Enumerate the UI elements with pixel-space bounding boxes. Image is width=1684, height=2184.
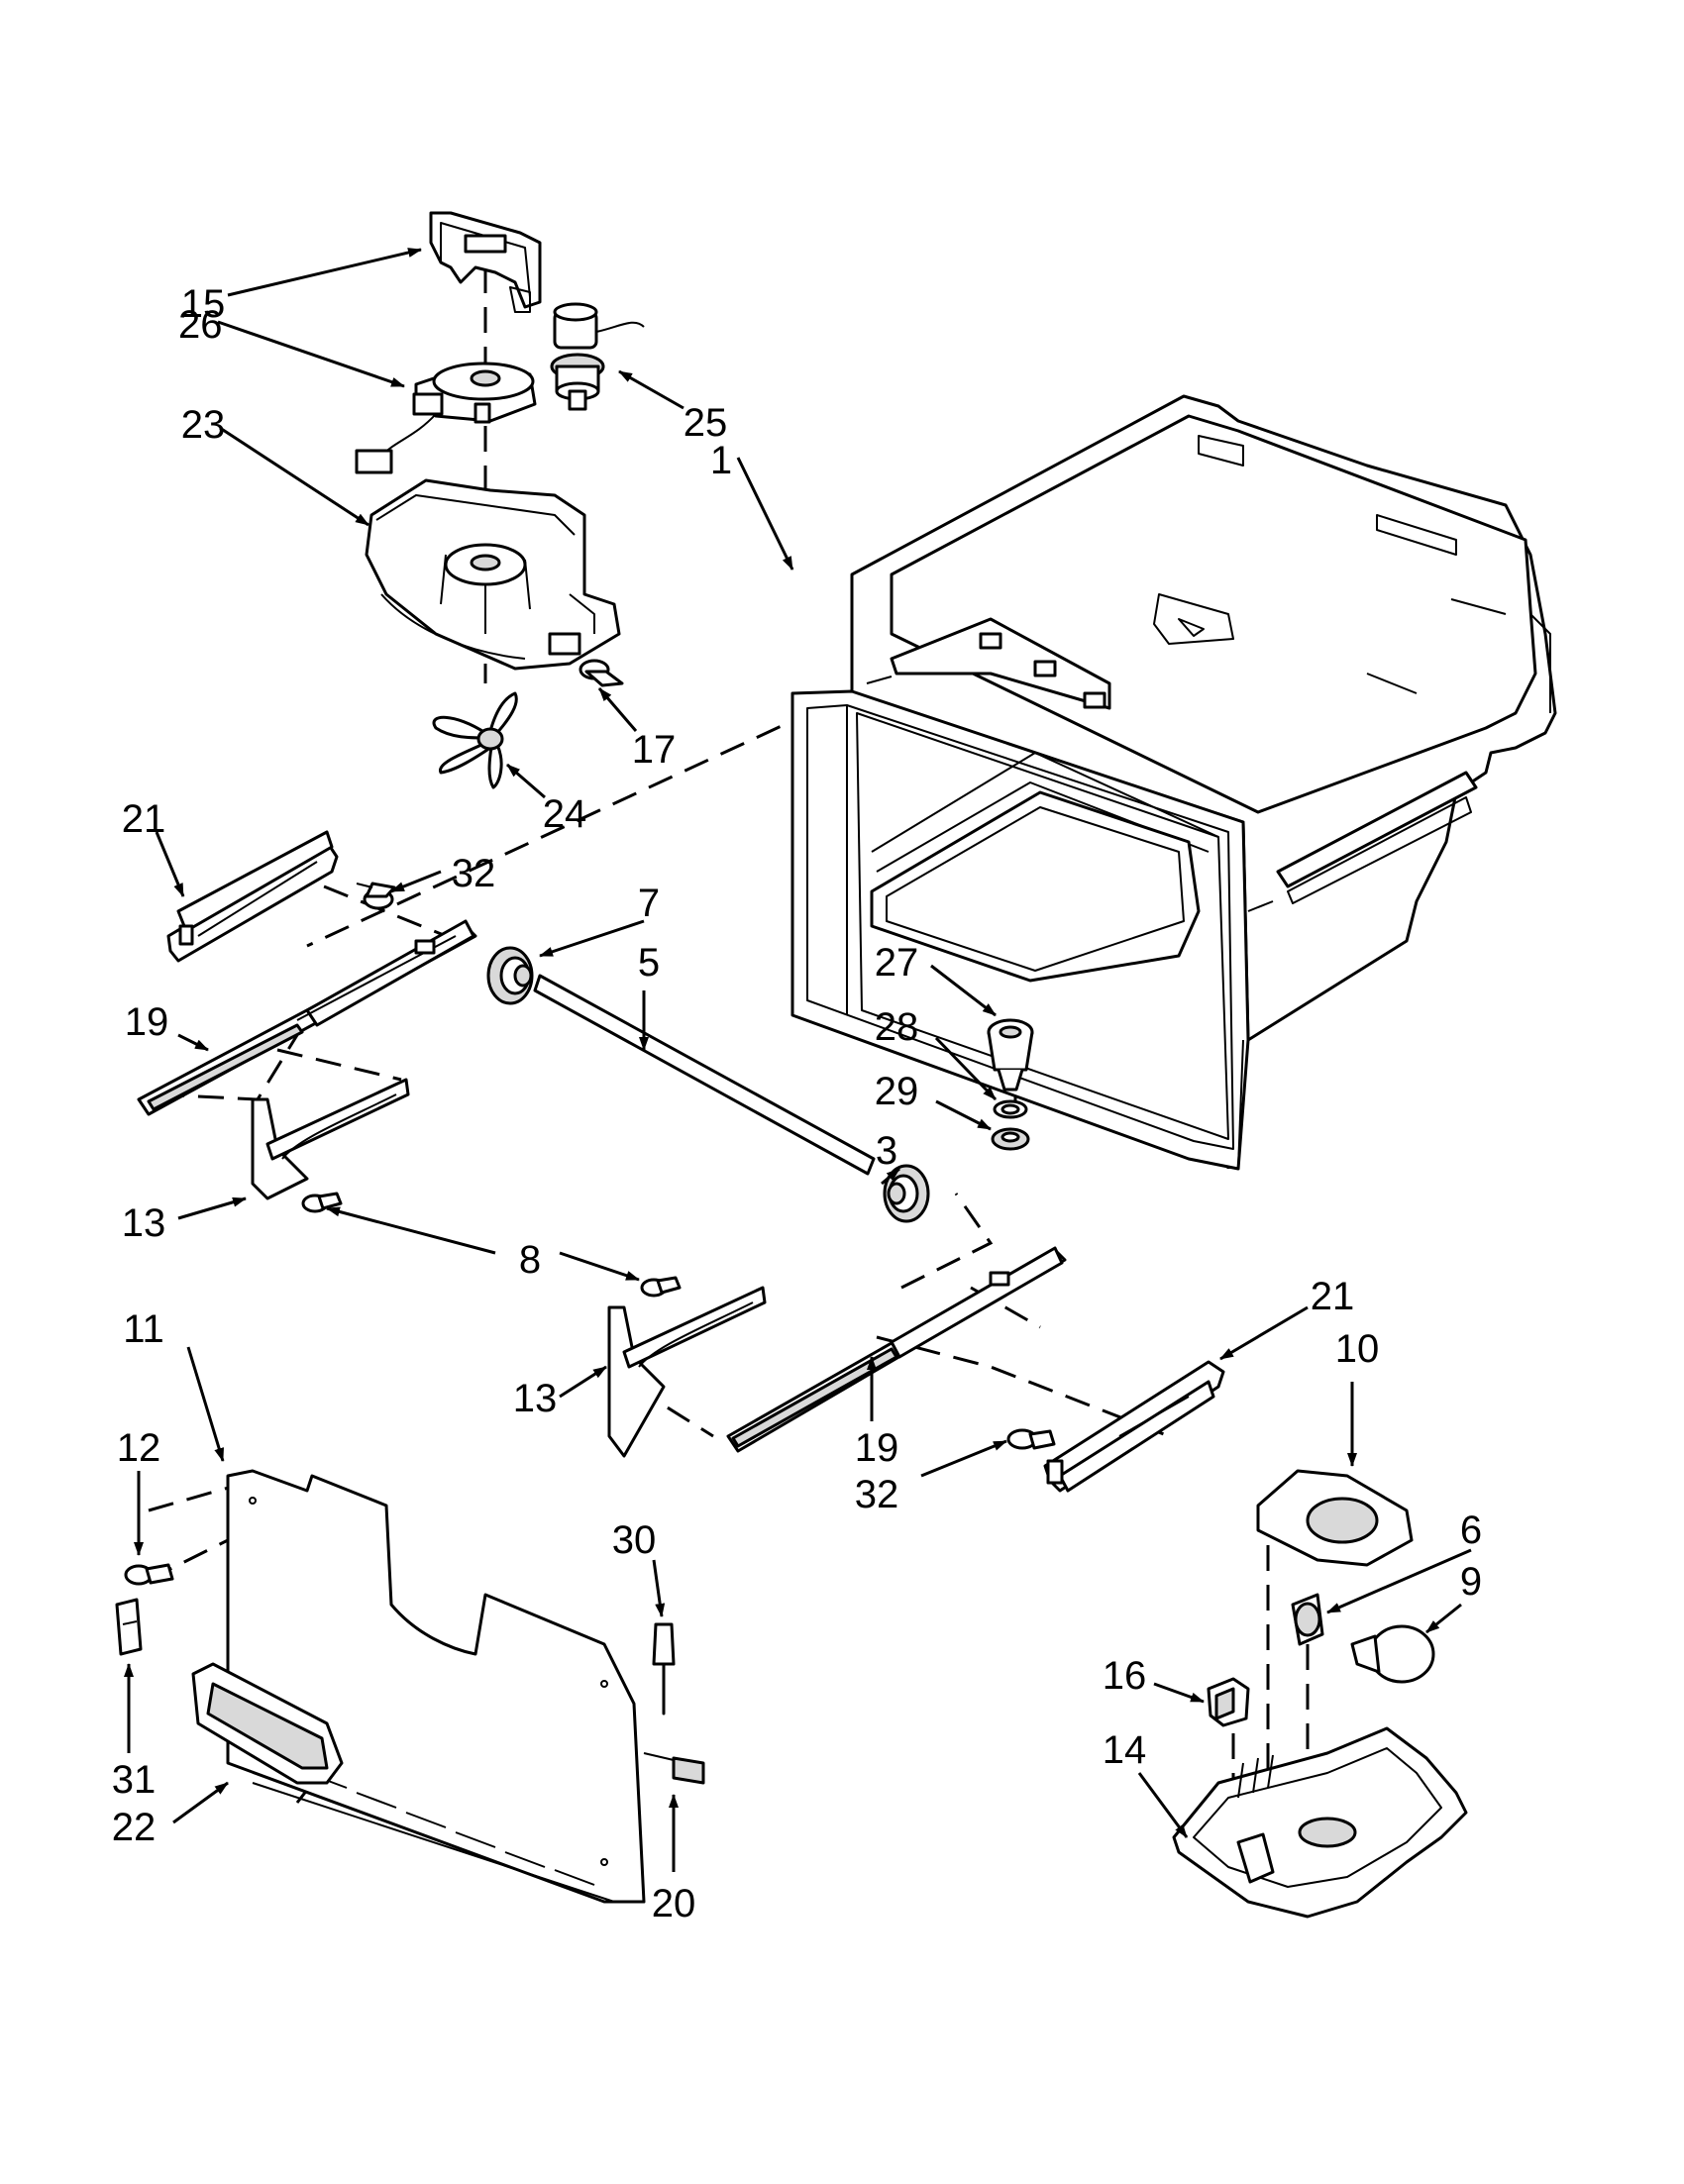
callout-21-lower: 21	[1311, 1275, 1355, 1318]
callout-arrows	[124, 248, 1472, 1872]
callout-19-lower: 19	[855, 1426, 899, 1470]
callout-27: 27	[875, 941, 919, 985]
part-26-fan-motor	[355, 362, 537, 474]
part-23-fan-housing	[365, 478, 621, 671]
part-8-screw-left	[301, 1192, 343, 1213]
part-13-bracket-lower	[607, 1286, 767, 1458]
part-7-gear	[486, 946, 534, 1005]
part-27-roller	[987, 1018, 1034, 1092]
part-17-screw	[579, 659, 624, 687]
part-9-bulb	[1350, 1624, 1435, 1684]
callout-26-box: 26	[178, 305, 223, 345]
part-10-lens-cover	[1256, 1469, 1414, 1567]
part-19-slide-rail-right	[726, 1246, 1067, 1453]
callout-13-upper: 13	[122, 1201, 166, 1245]
callout-7: 7	[638, 882, 660, 925]
part-15-motor-bracket	[429, 211, 542, 313]
callout-25: 25	[684, 401, 728, 445]
callout-17: 17	[632, 728, 677, 772]
callout-30: 30	[612, 1518, 657, 1562]
callout-13-lower: 13	[513, 1377, 558, 1420]
callout-6: 6	[1460, 1508, 1482, 1552]
callout-1: 1	[710, 439, 732, 482]
callout-20: 20	[652, 1882, 696, 1925]
callout-16: 16	[1103, 1654, 1147, 1698]
part-21-slide-bracket-left	[166, 830, 339, 963]
callout-32-lower: 32	[855, 1473, 899, 1516]
callout-23: 23	[181, 403, 226, 447]
part-20-seal-strip	[643, 1752, 705, 1785]
part-25-sensor	[550, 302, 645, 411]
callout-21-upper: 21	[122, 797, 166, 841]
part-6-lamp-socket	[1291, 1593, 1324, 1646]
callout-9: 9	[1460, 1560, 1482, 1604]
part-12-screw	[124, 1563, 174, 1586]
part-32-screw-upper	[356, 882, 396, 910]
callout-24: 24	[543, 792, 587, 836]
part-5-shaft	[533, 974, 876, 1176]
callout-32-upper: 32	[452, 852, 496, 895]
callout-3: 3	[876, 1129, 897, 1173]
part-13-bracket-upper	[251, 1078, 410, 1200]
part-29-bushing	[991, 1127, 1030, 1151]
part-19-slide-rail-left	[137, 919, 477, 1116]
vent-slots	[866, 676, 1274, 912]
callout-22: 22	[112, 1806, 157, 1849]
callout-29: 29	[875, 1070, 919, 1113]
callout-26-text: 26	[178, 303, 223, 347]
part-30-plug	[652, 1622, 676, 1716]
callout-19-upper: 19	[125, 1000, 169, 1044]
part-16-switch	[1207, 1677, 1250, 1727]
callout-11: 11	[123, 1307, 164, 1351]
part-28-washer	[993, 1099, 1028, 1119]
callout-14: 14	[1103, 1728, 1147, 1772]
callout-8: 8	[519, 1238, 541, 1282]
part-1-freezer-drawer	[790, 394, 1557, 1171]
callout-28: 28	[875, 1005, 919, 1049]
part-31-clip	[115, 1598, 143, 1656]
part-11-back-panel	[226, 1469, 646, 1904]
part-22-grille	[191, 1662, 344, 1785]
part-32-screw-lower	[1006, 1428, 1056, 1450]
callout-15: 15	[181, 282, 226, 326]
callout-labels: 15 26 23 25 1 17 24 21 32 7 5 19 27 28 2…	[112, 282, 1482, 1925]
part-8-screw-right	[640, 1276, 682, 1298]
part-21-slide-bracket-right	[1043, 1360, 1225, 1493]
callout-31: 31	[112, 1758, 157, 1802]
callout-12: 12	[117, 1426, 161, 1470]
callout-10: 10	[1335, 1327, 1380, 1371]
part-24-fan-blade	[432, 691, 518, 789]
callout-5: 5	[638, 941, 660, 985]
part-14-light-housing	[1172, 1726, 1468, 1919]
